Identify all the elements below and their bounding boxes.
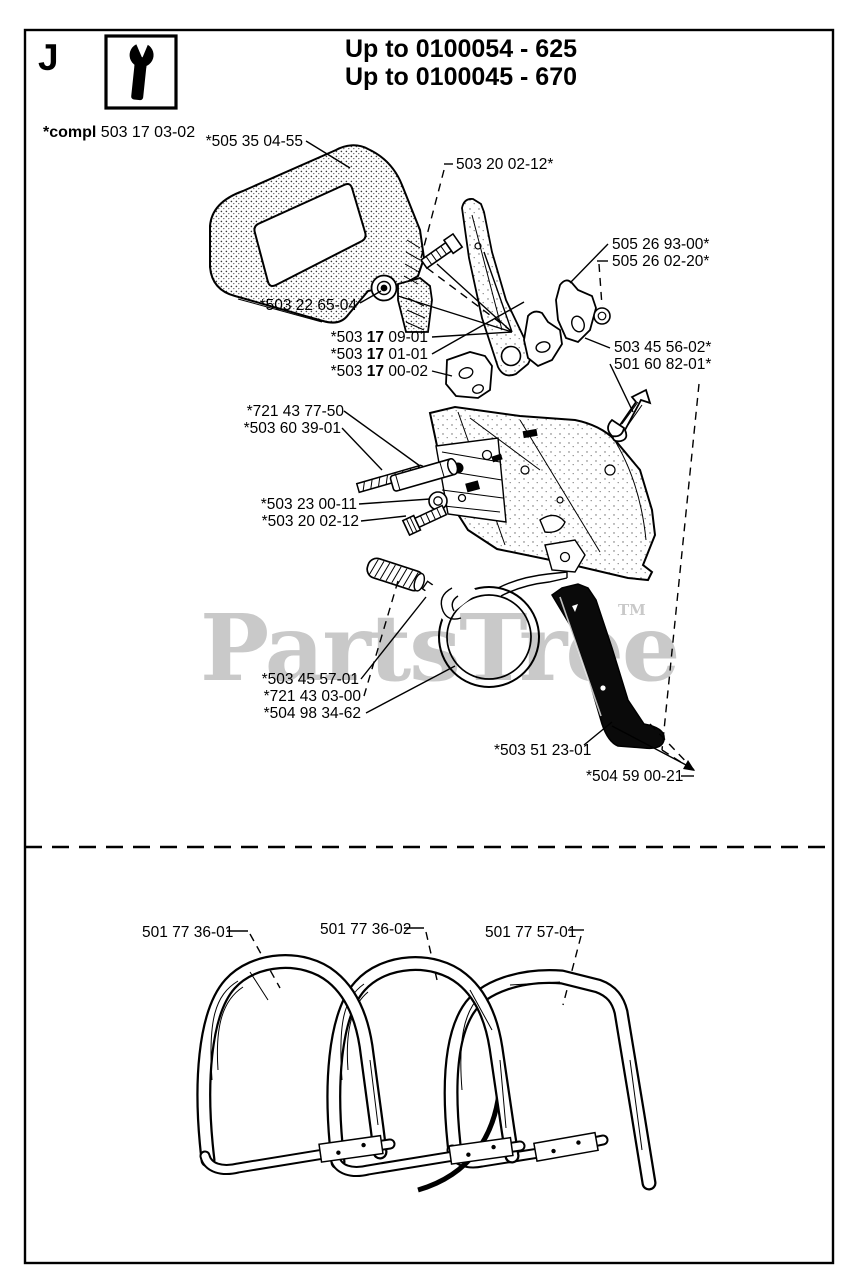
part-label-handlebar-3: 501 77 57-01 <box>485 924 576 941</box>
handlebar-2-part <box>326 956 526 1177</box>
mount-plate-part <box>445 351 493 399</box>
brake-band-part <box>422 566 568 688</box>
part-label-brake-assembly-1: *503 17 09-01 <box>331 329 428 346</box>
part-label-chain-catcher: *504 59 00-21 <box>586 768 683 785</box>
compl-label: *compl 503 17 03-02 <box>43 124 195 141</box>
part-label-small-bolt: *721 43 03-00 <box>264 688 362 705</box>
lower-screw-part <box>401 504 448 537</box>
part-label-washer: *503 23 00-11 <box>261 496 357 513</box>
part-label-flange-nut: *503 22 65-04 <box>260 297 358 314</box>
part-label-brake-assembly-2: *503 17 01-01 <box>331 346 428 363</box>
part-label-handlebar-1: 501 77 36-01 <box>142 924 233 941</box>
title-line-1: Up to 0100054 - 625 <box>345 35 577 63</box>
part-label-screw-upper: 503 20 02-12* <box>456 156 553 173</box>
upper-screw-part <box>420 232 464 270</box>
spring-clip-part <box>607 388 652 443</box>
support-brackets-part <box>523 279 611 368</box>
part-label-hand-guard: *505 35 04-55 <box>206 133 303 150</box>
part-label-catcher-spike: 501 60 82-01* <box>614 356 711 373</box>
part-label-brake-handle: *503 51 23-01 <box>494 742 591 759</box>
section-letter: J <box>38 37 59 78</box>
part-label-grip: *503 45 57-01 <box>262 671 359 688</box>
part-label-bracket-upper: 505 26 93-00* <box>612 236 709 253</box>
wrench-icon <box>104 34 178 110</box>
brake-handle-part <box>550 583 665 750</box>
part-label-brake-band: *504 98 34-62 <box>264 705 361 722</box>
part-label-roller: *721 43 77-50 <box>247 403 345 420</box>
part-label-brake-assembly-3: *503 17 00-02 <box>331 363 428 380</box>
part-label-spring-clip: 503 45 56-02* <box>614 339 711 356</box>
hand-guard-part <box>209 144 433 333</box>
page-border <box>23 28 835 1265</box>
part-label-screw-lower: *503 20 02-12 <box>262 513 359 530</box>
part-label-pin: *503 60 39-01 <box>244 420 341 437</box>
leader-lines <box>227 140 700 1006</box>
title-line-2: Up to 0100045 - 670 <box>345 63 577 91</box>
handlebar-1-part <box>196 954 396 1175</box>
watermark-tm: TM <box>618 601 646 619</box>
part-labels: *505 35 04-55 503 20 02-12* 505 26 93-00… <box>142 133 711 941</box>
part-label-handlebar-2: 501 77 36-02 <box>320 921 411 938</box>
part-label-bracket-lower: 505 26 02-20* <box>612 253 709 270</box>
flange-nut-part <box>370 274 398 302</box>
roller-part <box>389 458 459 492</box>
grip-part <box>366 557 426 592</box>
